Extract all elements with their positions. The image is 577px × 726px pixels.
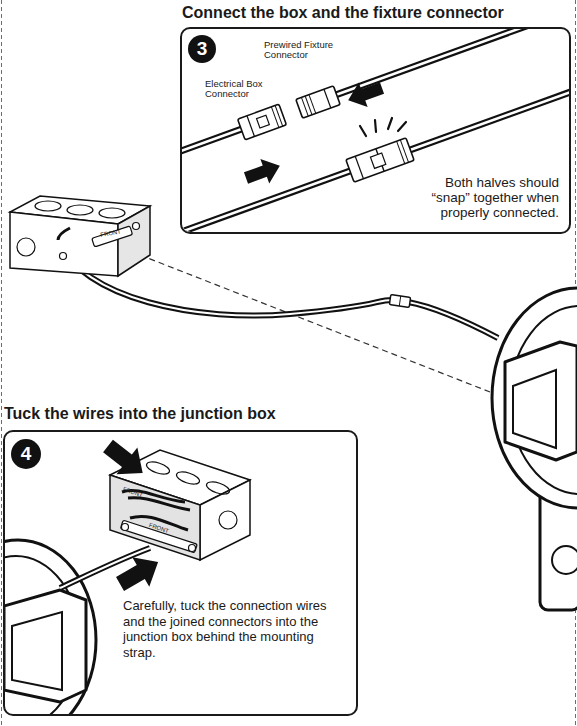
joined-connector (346, 138, 414, 182)
knockout (67, 205, 93, 215)
connector-body (238, 104, 287, 140)
fixture-base (5, 540, 96, 714)
mounting-strap (120, 520, 197, 553)
knockout (205, 480, 231, 497)
step-badge: 4 (11, 439, 41, 469)
connector-latch (257, 115, 270, 128)
cable (330, 29, 569, 97)
knockout (35, 201, 61, 211)
box-side (200, 480, 250, 560)
connector-rib (275, 106, 283, 127)
step-badge: 3 (188, 35, 216, 63)
knockout (17, 238, 35, 256)
screw (60, 253, 67, 260)
fixture-connector (296, 86, 340, 118)
wire (58, 228, 70, 240)
knockout (175, 470, 201, 487)
lamp-lens (12, 612, 62, 690)
step-number: 4 (21, 443, 32, 465)
connector-rib (400, 140, 408, 163)
junction-box (10, 196, 150, 276)
step-panel: Connect the box and the fixture connecto… (180, 27, 571, 234)
part-name: Prewired Fixture Connector (264, 40, 342, 61)
cable-gap (410, 85, 569, 150)
lamp-head (5, 590, 86, 702)
screw (133, 223, 140, 230)
box-opening (118, 206, 150, 276)
snap-mark (398, 122, 406, 131)
cable (408, 302, 498, 338)
snap-marks (360, 118, 406, 136)
cable (182, 126, 250, 155)
fixture-base (492, 288, 577, 508)
box-connector (238, 104, 287, 140)
cable-gap (182, 126, 250, 155)
cable (182, 171, 350, 232)
connector-rib (271, 107, 279, 128)
connector-latch (370, 153, 385, 168)
knockout (219, 511, 237, 529)
cable (410, 85, 569, 150)
connector-rib (355, 156, 363, 179)
connector-rib (247, 116, 255, 137)
panel-illustration (182, 29, 569, 232)
screw (189, 545, 196, 552)
mounting-strap (92, 226, 133, 247)
cable-gap (330, 29, 569, 97)
light-fixture (492, 288, 577, 610)
knockout (145, 460, 171, 477)
connector-body (389, 295, 410, 308)
lamp-lens (513, 370, 556, 448)
snap-mark (375, 120, 376, 132)
connector-rib (324, 89, 331, 108)
knockout (99, 208, 125, 218)
step-number: 3 (197, 38, 208, 60)
panel-heading: Connect the box and the fixture connecto… (182, 4, 504, 22)
connector-rib (309, 95, 316, 114)
cable-gap (408, 302, 498, 338)
joined-connector (389, 295, 410, 308)
connector-body (346, 138, 414, 182)
screw (122, 524, 129, 531)
snap-mark (360, 126, 366, 136)
snap-mark (388, 118, 392, 129)
step-panel: Tuck the wires into the junction boxCare… (3, 430, 358, 716)
connector-body (296, 86, 340, 118)
panel-heading: Tuck the wires into the junction box (4, 405, 276, 423)
push-arrow (242, 153, 285, 190)
alignment-line (140, 255, 490, 392)
part-name: Electrical Box Connector (205, 79, 271, 100)
panel-illustration (5, 433, 250, 714)
fixture-joint (552, 546, 577, 574)
push-arrow (98, 433, 154, 487)
margin-guide (1, 0, 2, 726)
note-text: Both halves should “snap” together when … (427, 175, 559, 220)
connector-seam (399, 296, 400, 306)
connector-rib (397, 141, 405, 164)
push-arrow (112, 547, 167, 598)
box-opening (110, 475, 200, 560)
push-arrow (344, 76, 387, 113)
instruction-text: Carefully, tuck the connection wires and… (123, 598, 335, 660)
cable-gap (182, 171, 350, 232)
lamp-head (505, 342, 577, 460)
